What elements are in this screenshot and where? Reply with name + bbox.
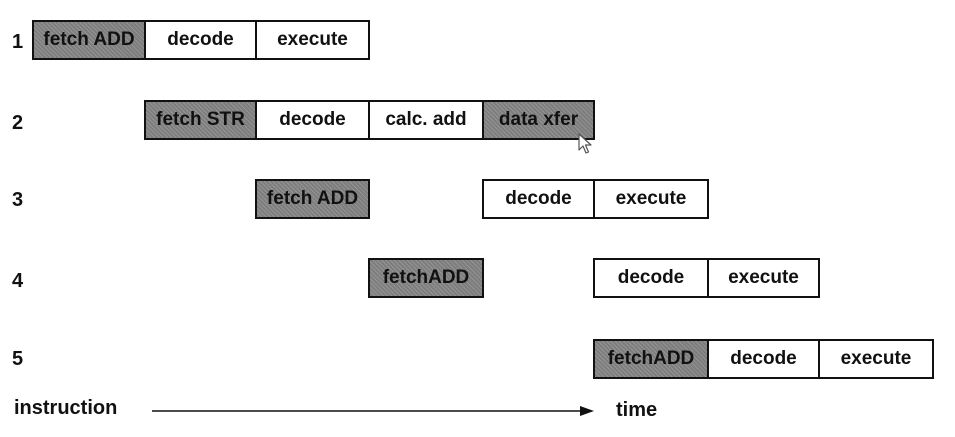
- stage-box: execute: [255, 20, 370, 60]
- stage-box: execute: [707, 258, 820, 298]
- stage-box: decode: [144, 20, 257, 60]
- row-number: 2: [12, 112, 24, 134]
- stage-box: decode: [593, 258, 709, 298]
- row-number: 4: [12, 270, 24, 292]
- stage-box: fetch STR: [144, 100, 257, 140]
- stage-box: execute: [593, 179, 709, 219]
- time-label: time: [616, 399, 658, 421]
- stage-box: decode: [482, 179, 595, 219]
- stage-box: calc. add: [368, 100, 484, 140]
- instruction-label: instruction: [14, 397, 118, 419]
- stage-box: decode: [255, 100, 370, 140]
- row-number: 5: [12, 348, 24, 370]
- mouse-pointer-icon: [578, 133, 592, 154]
- stage-box: fetch ADD: [32, 20, 146, 60]
- row-number: 1: [12, 31, 24, 53]
- stage-box: decode: [707, 339, 820, 379]
- stage-box: execute: [818, 339, 934, 379]
- stage-box: fetch ADD: [255, 179, 370, 219]
- stage-box: fetchADD: [593, 339, 709, 379]
- stage-box: fetchADD: [368, 258, 484, 298]
- row-number: 3: [12, 189, 24, 211]
- stage-box: data xfer: [482, 100, 595, 140]
